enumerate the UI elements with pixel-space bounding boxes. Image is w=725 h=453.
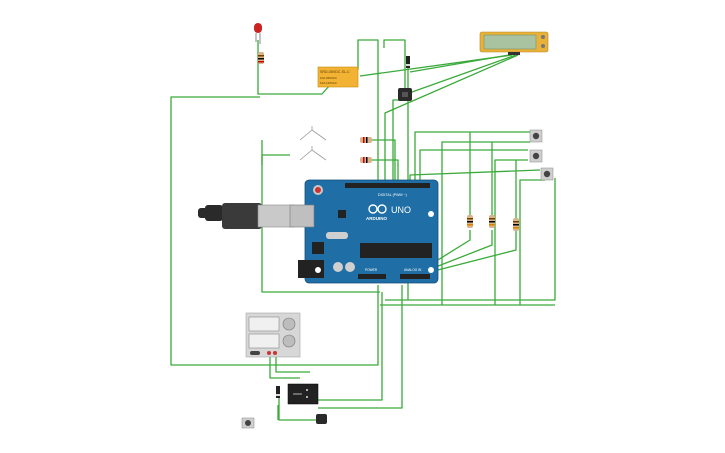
wire <box>383 39 406 92</box>
wire <box>427 230 493 271</box>
wire <box>441 141 530 305</box>
power-supply[interactable] <box>245 312 301 358</box>
digital-label: DIGITAL (PWM ~) <box>378 193 407 197</box>
wire <box>384 54 519 180</box>
psu-knob[interactable] <box>282 334 296 348</box>
wire <box>357 39 379 180</box>
wire <box>372 139 396 180</box>
power-label: POWER <box>365 268 378 272</box>
arduino-model-label: UNO <box>391 205 411 215</box>
wire <box>519 179 545 305</box>
arduino-board[interactable]: DIGITAL (PWM ~) ARDUINO UNO POWER ANALOG… <box>289 179 439 284</box>
wire <box>494 159 528 305</box>
psu-knob[interactable] <box>282 317 296 331</box>
analog-header <box>400 274 430 279</box>
resistor-icon[interactable] <box>360 157 372 163</box>
relay-module[interactable]: SRD-05VDC-SL-C 10A 250VAC 10A 125VAC <box>317 66 359 88</box>
pushbutton-icon[interactable] <box>529 129 543 143</box>
arduino-maker-label: ARDUINO <box>366 216 387 221</box>
wire <box>275 355 310 373</box>
led-body <box>254 23 262 33</box>
digital-header <box>345 183 430 188</box>
atmega-chip <box>360 243 432 258</box>
usb-port <box>289 204 315 228</box>
wire <box>269 355 300 379</box>
resistor-icon[interactable] <box>258 52 264 64</box>
power-jack <box>298 260 324 278</box>
resistor-icon[interactable] <box>467 215 473 228</box>
psu-display-1 <box>248 316 280 332</box>
wire <box>261 140 380 293</box>
relay-rating-1: 10A 250VAC <box>320 76 338 80</box>
relay-part-label: SRD-05VDC-SL-C <box>320 70 350 74</box>
wire <box>419 149 528 180</box>
pushbutton-icon[interactable] <box>529 149 543 163</box>
analog-label: ANALOG IN <box>404 268 422 272</box>
power-header <box>358 274 386 279</box>
psu-display-2 <box>248 333 280 349</box>
wire <box>409 54 510 73</box>
psu-switch[interactable] <box>250 351 260 355</box>
wire <box>424 230 471 269</box>
resistor-icon[interactable] <box>489 215 495 228</box>
transistor-icon[interactable] <box>398 88 412 101</box>
wire <box>261 154 290 165</box>
wire <box>409 169 541 180</box>
resistor-icon[interactable] <box>360 137 372 143</box>
wire <box>385 178 556 301</box>
usb-cable[interactable] <box>198 203 295 229</box>
resistor-icon[interactable] <box>513 218 519 231</box>
diode-icon[interactable] <box>406 56 410 68</box>
led-icon[interactable] <box>254 23 262 44</box>
pushbutton-icon[interactable] <box>241 417 255 429</box>
wire <box>414 131 530 180</box>
arduino-logo <box>368 204 387 214</box>
wire <box>257 40 331 95</box>
wire <box>397 54 517 98</box>
wire <box>392 99 400 180</box>
transistor-icon[interactable] <box>316 414 327 424</box>
lcd-screen <box>483 34 537 50</box>
relay-rating-2: 10A 125VAC <box>320 81 338 85</box>
wire <box>170 96 379 366</box>
wire <box>318 292 383 401</box>
lcd-display[interactable] <box>479 31 549 55</box>
reset-button[interactable] <box>315 187 321 193</box>
wire <box>372 159 399 180</box>
wire <box>318 285 403 409</box>
transistor-icon[interactable] <box>299 126 327 161</box>
pushbutton-icon[interactable] <box>540 167 554 181</box>
wires <box>170 39 556 421</box>
diode-icon[interactable] <box>276 386 280 398</box>
wire <box>278 388 316 421</box>
wire <box>429 230 517 273</box>
motor-driver[interactable] <box>287 383 319 405</box>
